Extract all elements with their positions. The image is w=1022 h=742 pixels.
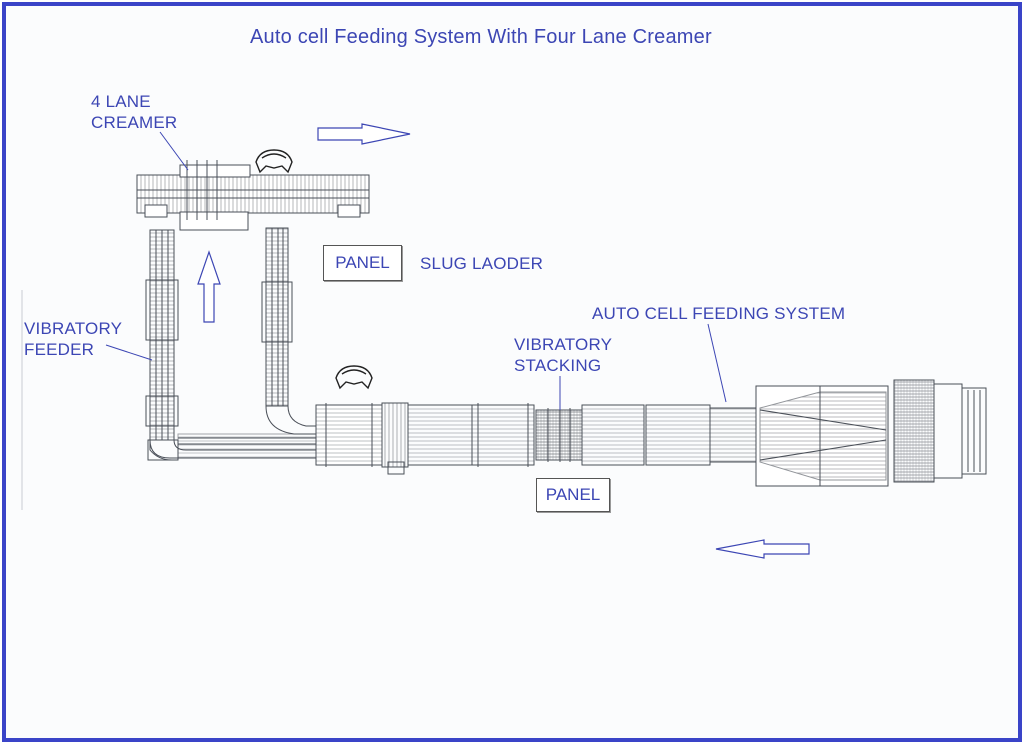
auto-cell-feeding-line <box>315 379 987 487</box>
label-creamer-line1: 4 LANE <box>91 92 151 111</box>
panel-upper: PANEL <box>323 245 402 281</box>
panel-upper-label: PANEL <box>335 253 390 272</box>
creamer-leader-line <box>159 131 189 171</box>
panel-lower: PANEL <box>536 478 610 512</box>
lower-connecting-conveyor <box>147 405 319 461</box>
vibratory-feeder-left-chute <box>145 229 179 441</box>
four-lane-creamer-machine <box>136 160 370 231</box>
label-creamer-line2: CREAMER <box>91 113 178 132</box>
autocell-leader-line <box>707 323 727 403</box>
label-auto-cell-feeding-system: AUTO CELL FEEDING SYSTEM <box>592 304 846 323</box>
diagram-title: Auto cell Feeding System With Four Lane … <box>250 26 712 48</box>
flow-arrow-left <box>715 539 810 559</box>
label-slug-loader: SLUG LAODER <box>420 254 544 273</box>
operator-icon-middle <box>335 365 373 390</box>
vibratory-feeder-right-chute <box>261 227 293 407</box>
operator-icon-top <box>255 149 293 174</box>
label-vibratory-stacking-line1: VIBRATORY <box>514 335 613 354</box>
feeder-leader-line <box>105 344 153 361</box>
flow-arrow-up <box>197 250 221 323</box>
label-vibratory-feeder-line2: FEEDER <box>24 340 95 359</box>
label-vibratory-stacking-line2: STACKING <box>514 356 602 375</box>
label-vibratory-feeder-line1: VIBRATORY <box>24 319 123 338</box>
panel-lower-label: PANEL <box>545 485 601 504</box>
flow-arrow-right <box>317 123 411 145</box>
